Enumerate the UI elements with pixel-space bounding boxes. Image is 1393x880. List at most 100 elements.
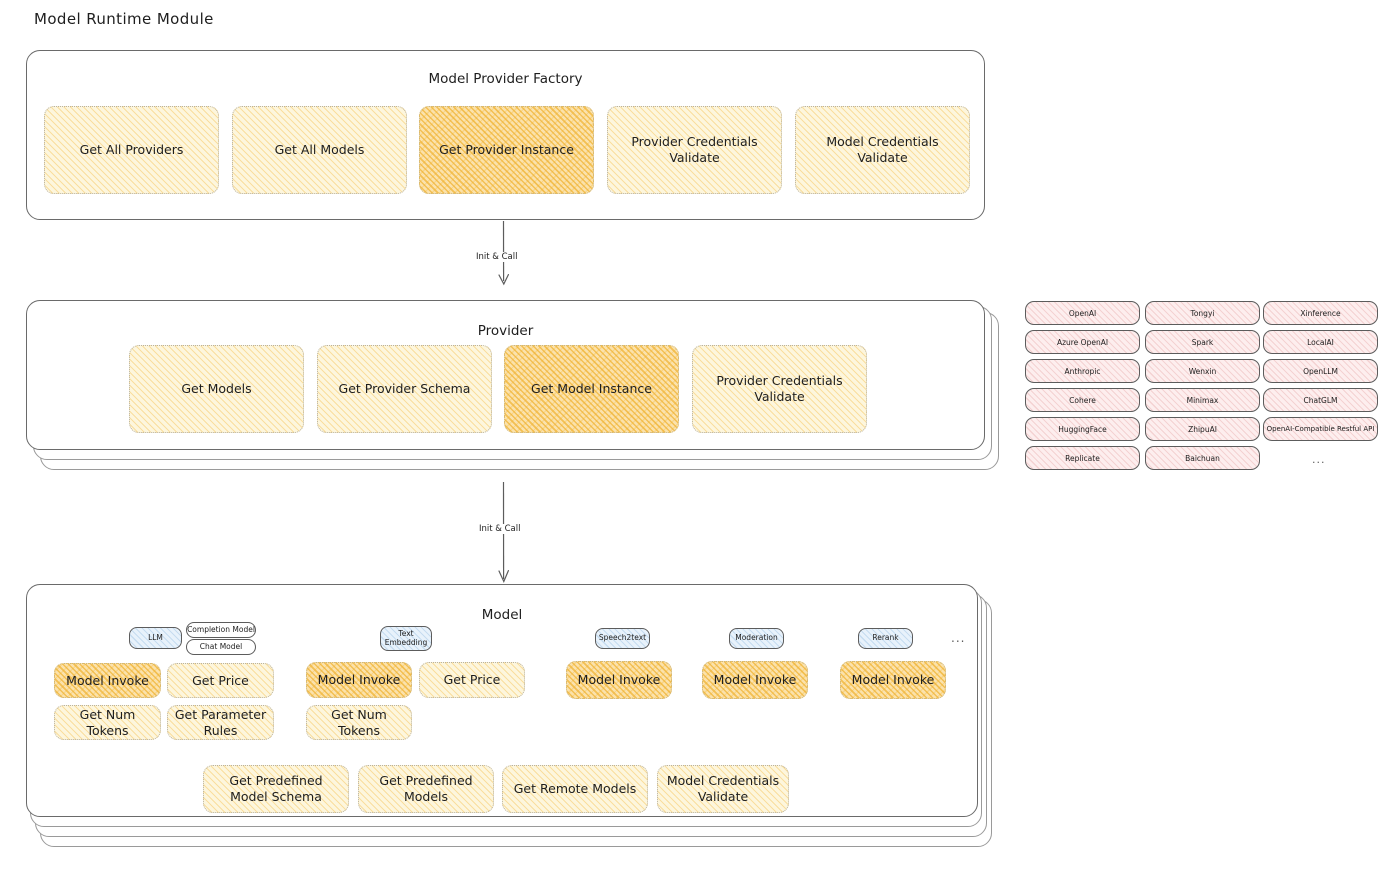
model-type-label: LLM (148, 632, 163, 642)
llm-method-get-parameter-rules[interactable]: Get Parameter Rules (167, 705, 274, 740)
provider-method-label: Provider Credentials Validate (716, 373, 843, 404)
method-label: Get Predefined Models (379, 773, 473, 804)
provider-tag-label: OpenAI-Compatible Restful API (1266, 425, 1375, 433)
moderation-method-model-invoke[interactable]: Model Invoke (702, 661, 808, 699)
arrow-factory-to-provider (498, 220, 509, 286)
factory-method-label: Get All Models (274, 142, 365, 158)
provider-tag-chatglm[interactable]: ChatGLM (1263, 388, 1378, 412)
provider-method-get-provider-schema[interactable]: Get Provider Schema (317, 345, 492, 433)
provider-tag-anthropic[interactable]: Anthropic (1025, 359, 1140, 383)
text-embedding-method-model-invoke[interactable]: Model Invoke (306, 662, 412, 698)
provider-method-label: Get Model Instance (531, 381, 652, 397)
provider-tag-label: Azure OpenAI (1056, 337, 1109, 347)
provider-method-get-models[interactable]: Get Models (129, 345, 304, 433)
llm-method-get-num-tokens[interactable]: Get Num Tokens (54, 705, 161, 740)
provider-tag-label: Anthropic (1064, 366, 1101, 376)
method-label: Get Parameter Rules (174, 706, 267, 738)
model-type-badge-text-embedding[interactable]: Text Embedding (380, 626, 432, 651)
provider-tag-tongyi[interactable]: Tongyi (1145, 301, 1260, 325)
provider-tag-wenxin[interactable]: Wenxin (1145, 359, 1260, 383)
model-common-method-model-credentials-validate[interactable]: Model Credentials Validate (657, 765, 789, 813)
factory-method-get-all-models[interactable]: Get All Models (232, 106, 407, 194)
provider-tag-label: LocalAI (1307, 337, 1334, 347)
model-sub-badge-completion-model[interactable]: Completion Model (186, 622, 256, 638)
provider-tag-label: HuggingFace (1058, 424, 1107, 434)
provider-tag-baichuan[interactable]: Baichuan (1145, 446, 1260, 470)
method-label: Model Invoke (577, 672, 661, 688)
method-label: Get Num Tokens (331, 706, 387, 738)
factory-method-label: Get Provider Instance (439, 142, 574, 158)
provider-method-get-model-instance[interactable]: Get Model Instance (504, 345, 679, 433)
model-sub-badge-label: Chat Model (199, 641, 243, 651)
model-type-badge-speech2text[interactable]: Speech2text (595, 628, 650, 649)
model-common-method-get-predefined-models[interactable]: Get Predefined Models (358, 765, 494, 813)
provider-method-label: Get Provider Schema (338, 381, 471, 397)
provider-tag-xinference[interactable]: Xinference (1263, 301, 1378, 325)
factory-method-model-credentials-validate[interactable]: Model Credentials Validate (795, 106, 970, 194)
method-label: Model Invoke (851, 672, 935, 688)
factory-method-label: Model Credentials Validate (826, 134, 939, 165)
provider-method-provider-credentials-validate[interactable]: Provider Credentials Validate (692, 345, 867, 433)
text-embedding-method-get-num-tokens[interactable]: Get Num Tokens (306, 705, 412, 740)
provider-tag-label: Tongyi (1190, 308, 1215, 318)
provider-tag-label: Minimax (1186, 395, 1219, 405)
factory-method-provider-credentials-validate[interactable]: Provider Credentials Validate (607, 106, 782, 194)
model-type-label: Speech2text (598, 633, 647, 643)
provider-tag-huggingface[interactable]: HuggingFace (1025, 417, 1140, 441)
provider-tag-replicate[interactable]: Replicate (1025, 446, 1140, 470)
provider-tag-label: OpenLLM (1303, 366, 1338, 376)
provider-tag-label: ChatGLM (1303, 395, 1338, 405)
model-title: Model (481, 607, 523, 623)
model-type-badge-rerank[interactable]: Rerank (858, 628, 913, 649)
provider-tag-label: Wenxin (1188, 366, 1217, 376)
model-sub-badge-label: Completion Model (187, 624, 255, 634)
provider-tag-localai[interactable]: LocalAI (1263, 330, 1378, 354)
speech2text-method-model-invoke[interactable]: Model Invoke (566, 661, 672, 699)
method-label: Model Credentials Validate (666, 773, 780, 804)
provider-tag-cohere[interactable]: Cohere (1025, 388, 1140, 412)
provider-tag-openai[interactable]: OpenAI (1025, 301, 1140, 325)
model-sub-badge-chat-model[interactable]: Chat Model (186, 639, 256, 655)
model-type-badge-moderation[interactable]: Moderation (729, 628, 784, 649)
method-label: Get Price (443, 672, 501, 688)
factory-method-get-provider-instance[interactable]: Get Provider Instance (419, 106, 594, 194)
provider-tag-label: OpenAI (1068, 308, 1097, 318)
llm-method-model-invoke[interactable]: Model Invoke (54, 663, 161, 698)
arrow-factory-to-provider-label: Init & Call (473, 252, 521, 262)
model-type-label: Text Embedding (384, 628, 428, 647)
factory-method-label: Get All Providers (79, 142, 184, 158)
page-title: Model Runtime Module (34, 10, 214, 28)
model-common-method-get-predefined-model-schema[interactable]: Get Predefined Model Schema (203, 765, 349, 813)
provider-tag-label: Replicate (1065, 453, 1100, 463)
model-provider-factory-title: Model Provider Factory (428, 71, 583, 87)
factory-method-get-all-providers[interactable]: Get All Providers (44, 106, 219, 194)
method-label: Get Predefined Model Schema (229, 773, 323, 804)
rerank-method-model-invoke[interactable]: Model Invoke (840, 661, 946, 699)
method-label: Model Invoke (66, 672, 149, 688)
llm-method-get-price[interactable]: Get Price (167, 663, 274, 698)
provider-tag-more-ellipsis: ... (1312, 453, 1326, 466)
provider-title: Provider (477, 323, 534, 339)
model-type-badge-llm[interactable]: LLM (129, 627, 182, 649)
provider-tag-label: Xinference (1300, 308, 1341, 318)
arrow-provider-to-model (498, 481, 509, 583)
provider-tag-label: ZhipuAI (1188, 424, 1217, 434)
provider-tag-zhipuai[interactable]: ZhipuAI (1145, 417, 1260, 441)
provider-tag-minimax[interactable]: Minimax (1145, 388, 1260, 412)
provider-tag-openai-compatible-restful-api[interactable]: OpenAI-Compatible Restful API (1263, 417, 1378, 441)
model-common-method-get-remote-models[interactable]: Get Remote Models (502, 765, 648, 813)
method-label: Model Invoke (317, 672, 401, 688)
model-type-label: Moderation (735, 633, 778, 643)
provider-tag-spark[interactable]: Spark (1145, 330, 1260, 354)
provider-tag-azure-openai[interactable]: Azure OpenAI (1025, 330, 1140, 354)
method-label: Get Remote Models (513, 781, 637, 797)
provider-method-label: Get Models (181, 381, 252, 397)
method-label: Model Invoke (713, 672, 797, 688)
text-embedding-method-get-price[interactable]: Get Price (419, 662, 525, 698)
method-label: Get Num Tokens (79, 706, 136, 738)
model-types-more-ellipsis: ... (951, 631, 966, 645)
model-type-label: Rerank (872, 633, 899, 643)
provider-tag-label: Baichuan (1185, 453, 1220, 463)
provider-tag-openllm[interactable]: OpenLLM (1263, 359, 1378, 383)
provider-tag-label: Spark (1191, 337, 1214, 347)
